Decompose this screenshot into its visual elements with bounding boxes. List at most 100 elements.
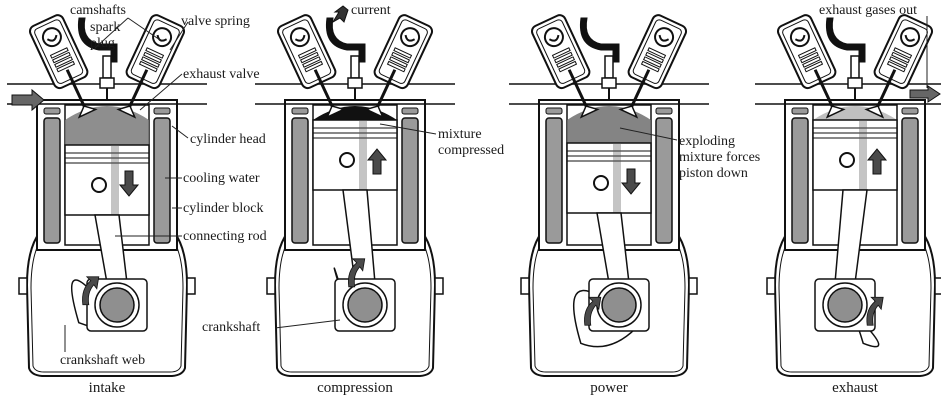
cam-profile: [46, 34, 58, 42]
valve-head: [77, 105, 98, 119]
label-exhaust-valve: exhaust valve: [183, 67, 260, 82]
exhaust-valve-assembly: [116, 14, 186, 119]
valve-head: [579, 105, 600, 119]
cooling-water-left: [545, 117, 563, 244]
spark-plug: [850, 55, 860, 79]
cooling-water-head-left: [545, 107, 563, 115]
piston: [64, 144, 150, 216]
combustion-chamber: [567, 106, 651, 143]
intake-valve-assembly: [776, 14, 846, 119]
spark-plug: [102, 55, 112, 79]
intake-flow-arrow: [11, 88, 45, 112]
intake-valve-assembly: [28, 14, 98, 119]
label-camshafts: camshafts: [70, 3, 126, 18]
valve-head: [864, 105, 885, 119]
valve-stem: [813, 69, 836, 111]
cam-profile: [294, 34, 306, 42]
piston-shading: [613, 143, 621, 213]
cooling-water-head-right: [401, 107, 419, 115]
valve-spring-coil: [797, 47, 817, 59]
label-connecting-rod: connecting rod: [183, 229, 267, 244]
piston: [812, 119, 898, 191]
valve-spring-coil: [804, 60, 824, 73]
valve-head: [364, 105, 385, 119]
caption-intake: intake: [88, 380, 126, 396]
combustion-chamber: [65, 106, 149, 145]
piston-shading: [111, 145, 119, 215]
valve-spring-coil: [299, 51, 319, 64]
valve-head: [116, 105, 137, 119]
valve-head: [618, 105, 639, 119]
valve-stem: [65, 69, 88, 111]
label-mixture: mixture: [438, 127, 482, 142]
valve-spring-coil: [138, 60, 158, 73]
valve-spring-coil: [553, 51, 573, 64]
crank-journal: [99, 287, 135, 323]
cam-profile: [156, 34, 168, 42]
valve-spring-coil: [391, 51, 411, 64]
valve-spring-coil: [386, 60, 406, 73]
engine-exhaust: [755, 14, 941, 377]
crank-rotation-arrow: [348, 258, 366, 288]
valve-spring-coil: [640, 60, 660, 73]
label-mixture-forces: mixture forces: [679, 150, 761, 165]
cooling-water-right: [153, 117, 171, 244]
exhaust-flow-arrow: [909, 85, 941, 103]
valve-head: [325, 105, 346, 119]
leader-camshafts-left: [94, 17, 129, 49]
camshaft-lobe: [400, 27, 421, 48]
cooling-water-head-right: [655, 107, 673, 115]
caption-power: power: [590, 380, 628, 396]
valve-spring-coil: [799, 51, 819, 64]
cam-profile: [904, 34, 916, 42]
wrist-pin: [839, 152, 855, 168]
crank-rotation-arrow: [866, 296, 884, 326]
flange-bolt: [934, 277, 941, 295]
valve-spring-coil: [393, 47, 413, 59]
flange-bolt: [434, 277, 444, 295]
piston-shading: [859, 120, 867, 190]
piston-up-arrow: [366, 148, 388, 175]
camshaft-lobe: [789, 27, 810, 48]
exhaust-valve-assembly: [864, 14, 934, 119]
valve-spring-coil: [304, 60, 324, 73]
valve-spring-coil: [647, 47, 667, 59]
wrist-pin: [339, 152, 355, 168]
valve-spring-coil: [891, 51, 911, 64]
valve-stem: [374, 69, 397, 111]
piston: [566, 142, 652, 214]
cooling-water-head-left: [291, 107, 309, 115]
cam-profile: [548, 34, 560, 42]
flange-bolt: [688, 277, 698, 295]
engine-compression: [255, 14, 455, 377]
label-cylinder-block: cylinder block: [183, 201, 264, 216]
leader-camshafts-right: [127, 17, 161, 41]
flange-bolt: [766, 277, 776, 295]
cooling-water-left: [43, 117, 61, 244]
cam-profile: [658, 34, 670, 42]
label-crankshaft: crankshaft: [202, 320, 261, 335]
piston-down-arrow: [118, 170, 140, 197]
label-current: current: [351, 3, 391, 18]
spark-plug-base: [601, 77, 617, 89]
camshaft-lobe: [152, 27, 173, 48]
valve-spring-coil: [886, 60, 906, 73]
valve-spring-coil: [49, 47, 69, 59]
spark-plug-base: [347, 77, 363, 89]
label-exhaust-gases-out: exhaust gases out: [819, 3, 917, 18]
piston: [312, 119, 398, 191]
label-spark: spark: [90, 20, 121, 35]
valve-stem: [567, 69, 590, 111]
label-piston-down: piston down: [679, 166, 748, 181]
valve-stem: [126, 69, 149, 111]
leader-mixture-compressed: [379, 123, 437, 135]
crank-journal: [347, 287, 383, 323]
cam-profile: [404, 34, 416, 42]
camshaft-lobe: [900, 27, 921, 48]
camshaft-lobe: [543, 27, 564, 48]
exhaust-valve-assembly: [364, 14, 434, 119]
flange-bolt: [18, 277, 28, 295]
piston-shading: [359, 120, 367, 190]
leader-exploding-mixture: [619, 127, 678, 141]
caption-compression: compression: [317, 380, 393, 396]
